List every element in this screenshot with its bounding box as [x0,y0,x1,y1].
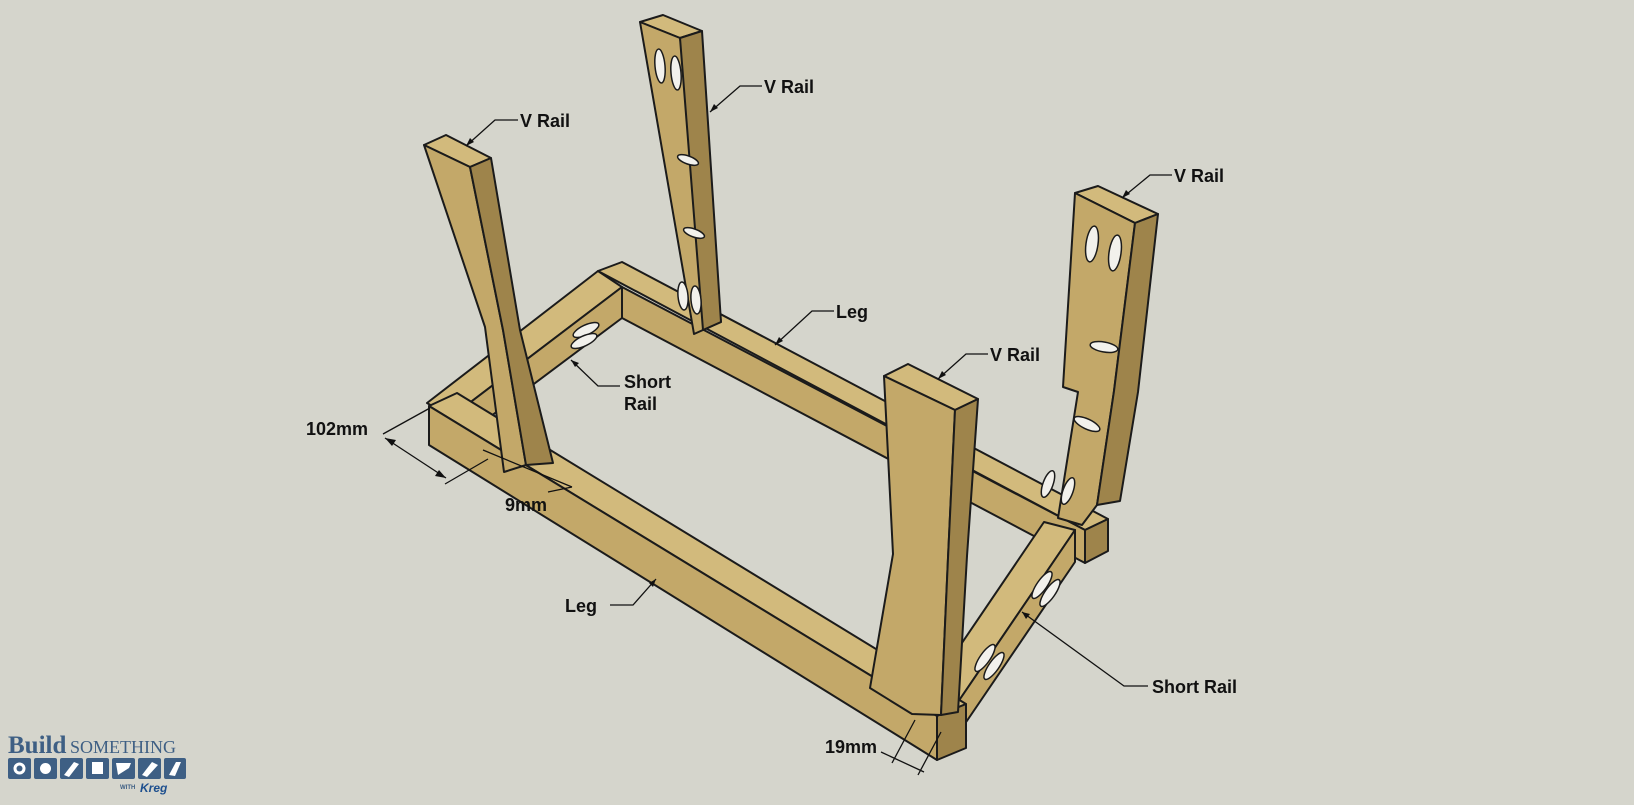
build-something-logo: Build SOMETHING WITH Kreg [8,732,186,795]
v-rail-left [423,134,554,473]
label-leg-front: Leg [565,596,597,616]
v-rail-front [869,363,979,716]
v-rail-right-back [1040,185,1159,526]
pocket-hole [654,48,666,84]
pocket-hole [1060,476,1076,506]
dimension-depth: 9mm [482,449,573,515]
pocket-hole [1039,578,1061,608]
label-leg-back: Leg [836,302,868,322]
callout-v-rail-right-back: V Rail [1121,166,1224,199]
dimension-width: 102mm [306,407,489,485]
pocket-hole [676,153,700,167]
pocket-hole [974,643,996,673]
pocket-hole [983,651,1005,681]
leg-front [428,392,967,761]
callout-leg-front: Leg [565,578,657,616]
pocket-hole [1031,570,1053,600]
pocket-hole [690,285,702,315]
callout-v-rail-front: V Rail [937,345,1040,380]
callout-short-rail-left: Short Rail [570,359,671,414]
label-short-rail-left-line1: Short [624,372,671,392]
pocket-hole [682,226,706,240]
callout-v-rail-back: V Rail [709,77,814,113]
logo-something-text: SOMETHING [70,737,176,757]
label-v-rail-right-back: V Rail [1174,166,1224,186]
label-v-rail-left: V Rail [520,111,570,131]
pocket-hole [1084,225,1100,263]
pocket-hole [670,55,682,91]
v-rail-back [639,14,722,335]
pocket-hole [1089,340,1119,354]
dimension-width-label: 102mm [306,419,368,439]
pocket-hole [1040,469,1056,499]
dimension-thickness: 19mm [825,719,942,776]
label-v-rail-back: V Rail [764,77,814,97]
callout-leg-back: Leg [774,302,868,346]
label-short-rail-left-line2: Rail [624,394,657,414]
pocket-hole [570,332,598,350]
label-short-rail-right: Short Rail [1152,677,1237,697]
dimension-thickness-label: 19mm [825,737,877,757]
callout-short-rail-right: Short Rail [1021,611,1237,697]
pocket-hole [677,281,689,311]
callout-v-rail-left: V Rail [465,111,570,147]
label-v-rail-front: V Rail [990,345,1040,365]
logo-with-text: WITH [120,785,135,791]
pocket-hole [1073,415,1101,433]
dimension-depth-label: 9mm [505,495,547,515]
logo-build-text: Build [8,732,66,759]
pocket-hole [1107,234,1123,272]
logo-brand-text: Kreg [140,781,168,795]
